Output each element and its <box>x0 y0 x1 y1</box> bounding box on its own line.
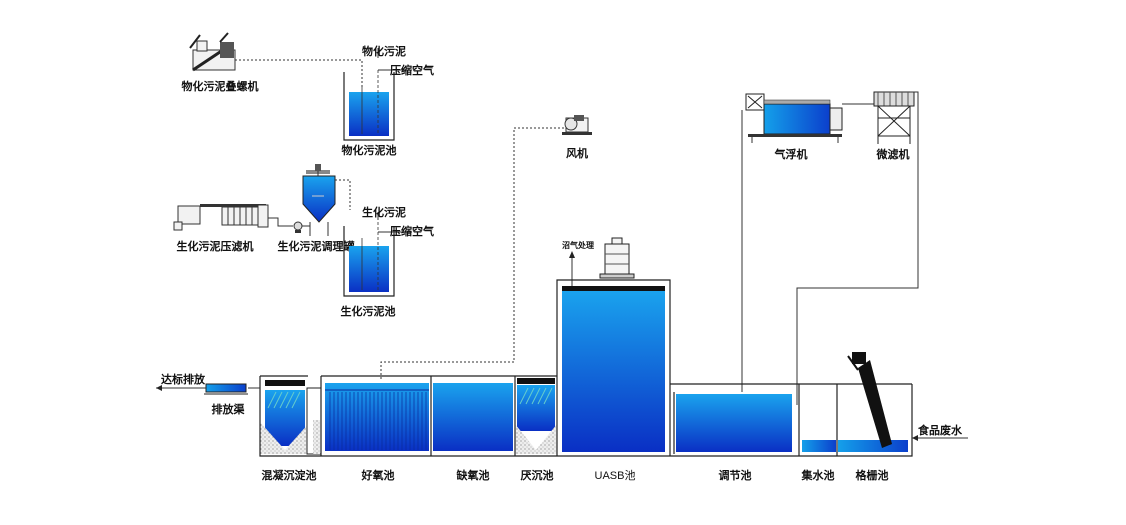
microfilter-unit <box>873 91 915 144</box>
bio-sludge-pump <box>293 221 303 233</box>
aerobic-water <box>325 383 429 451</box>
physchem-air-label: 压缩空气 <box>390 63 434 77</box>
physchem-sludge-tank <box>343 70 395 141</box>
physchem-sludge-press-label: 物化污泥叠螺机 <box>182 79 259 93</box>
uasb-top-cover <box>562 286 665 291</box>
daf-unit <box>745 93 843 143</box>
collection-label: 集水池 <box>801 468 835 482</box>
bio-filter-press-label: 生化污泥压滤机 <box>177 239 254 253</box>
screen-water <box>838 440 908 452</box>
physchem-sludge-tank-label: 物化污泥池 <box>342 143 397 157</box>
biogas-label: 沼气处理 <box>562 240 594 250</box>
bio-air-label: 压缩空气 <box>390 224 434 238</box>
screen-label: 格栅池 <box>856 468 889 482</box>
bio-sludge-return-pipe <box>335 179 351 210</box>
anoxic-water <box>433 383 513 451</box>
uasb-gas-holder <box>599 237 635 279</box>
bio-sludge-tank-label: 生化污泥池 <box>341 304 396 318</box>
anaerobic-settling-label: 厌沉池 <box>521 468 554 482</box>
bio-conditioning-tank <box>302 164 336 236</box>
coag-settling-cover <box>265 380 305 386</box>
anaerobic-settling-hopper <box>515 424 557 454</box>
food-wastewater-arrow <box>912 435 918 441</box>
blower-label: 风机 <box>566 146 588 160</box>
bar-screen <box>847 352 892 448</box>
pump-to-tank-pipe <box>302 222 311 227</box>
bio-conditioning-tank-label: 生化污泥调理罐 <box>278 239 355 253</box>
physchem-sludge-pipe <box>235 59 363 88</box>
aerobic-diffusers <box>329 392 427 450</box>
uasb-label: UASB池 <box>595 469 636 482</box>
collection-water <box>802 440 836 452</box>
coag-settling-sand-fill <box>313 420 320 454</box>
microfilter-feed-pipe <box>796 91 919 405</box>
blower <box>562 115 592 135</box>
discharge-std-label: 达标排放 <box>161 372 206 386</box>
bio-sludge-in-label: 生化污泥 <box>362 205 406 219</box>
physchem-sludge-press <box>189 32 236 72</box>
equalization-label: 调节池 <box>719 468 752 482</box>
equalization-water <box>676 394 792 452</box>
air-supply-pipe <box>380 127 564 380</box>
coag-settling-hopper <box>260 422 310 454</box>
microfilter-label: 微滤机 <box>876 147 910 161</box>
uasb-water <box>562 290 665 452</box>
physchem-sludge-in-label: 物化污泥 <box>362 44 406 58</box>
coag-settling-label: 混凝沉淀池 <box>262 468 317 482</box>
anaerobic-settling-cover <box>517 378 555 384</box>
aerobic-label: 好氧池 <box>361 468 395 482</box>
anaerobic-settling-water <box>517 385 555 431</box>
anoxic-label: 缺氧池 <box>456 468 490 482</box>
bio-filter-press <box>173 204 269 231</box>
biogas-arrow <box>569 251 575 258</box>
discharge-arrow <box>156 385 162 391</box>
press-to-pump-pipe <box>268 217 293 227</box>
coag-settling-lamella <box>267 391 301 409</box>
bio-sludge-tank <box>343 222 395 297</box>
discharge-channel <box>204 383 248 395</box>
discharge-channel-label: 排放渠 <box>212 402 246 416</box>
food-wastewater-label: 食品废水 <box>918 423 963 437</box>
anaerobic-settling-lamella <box>519 387 553 405</box>
daf-label: 气浮机 <box>774 147 808 161</box>
